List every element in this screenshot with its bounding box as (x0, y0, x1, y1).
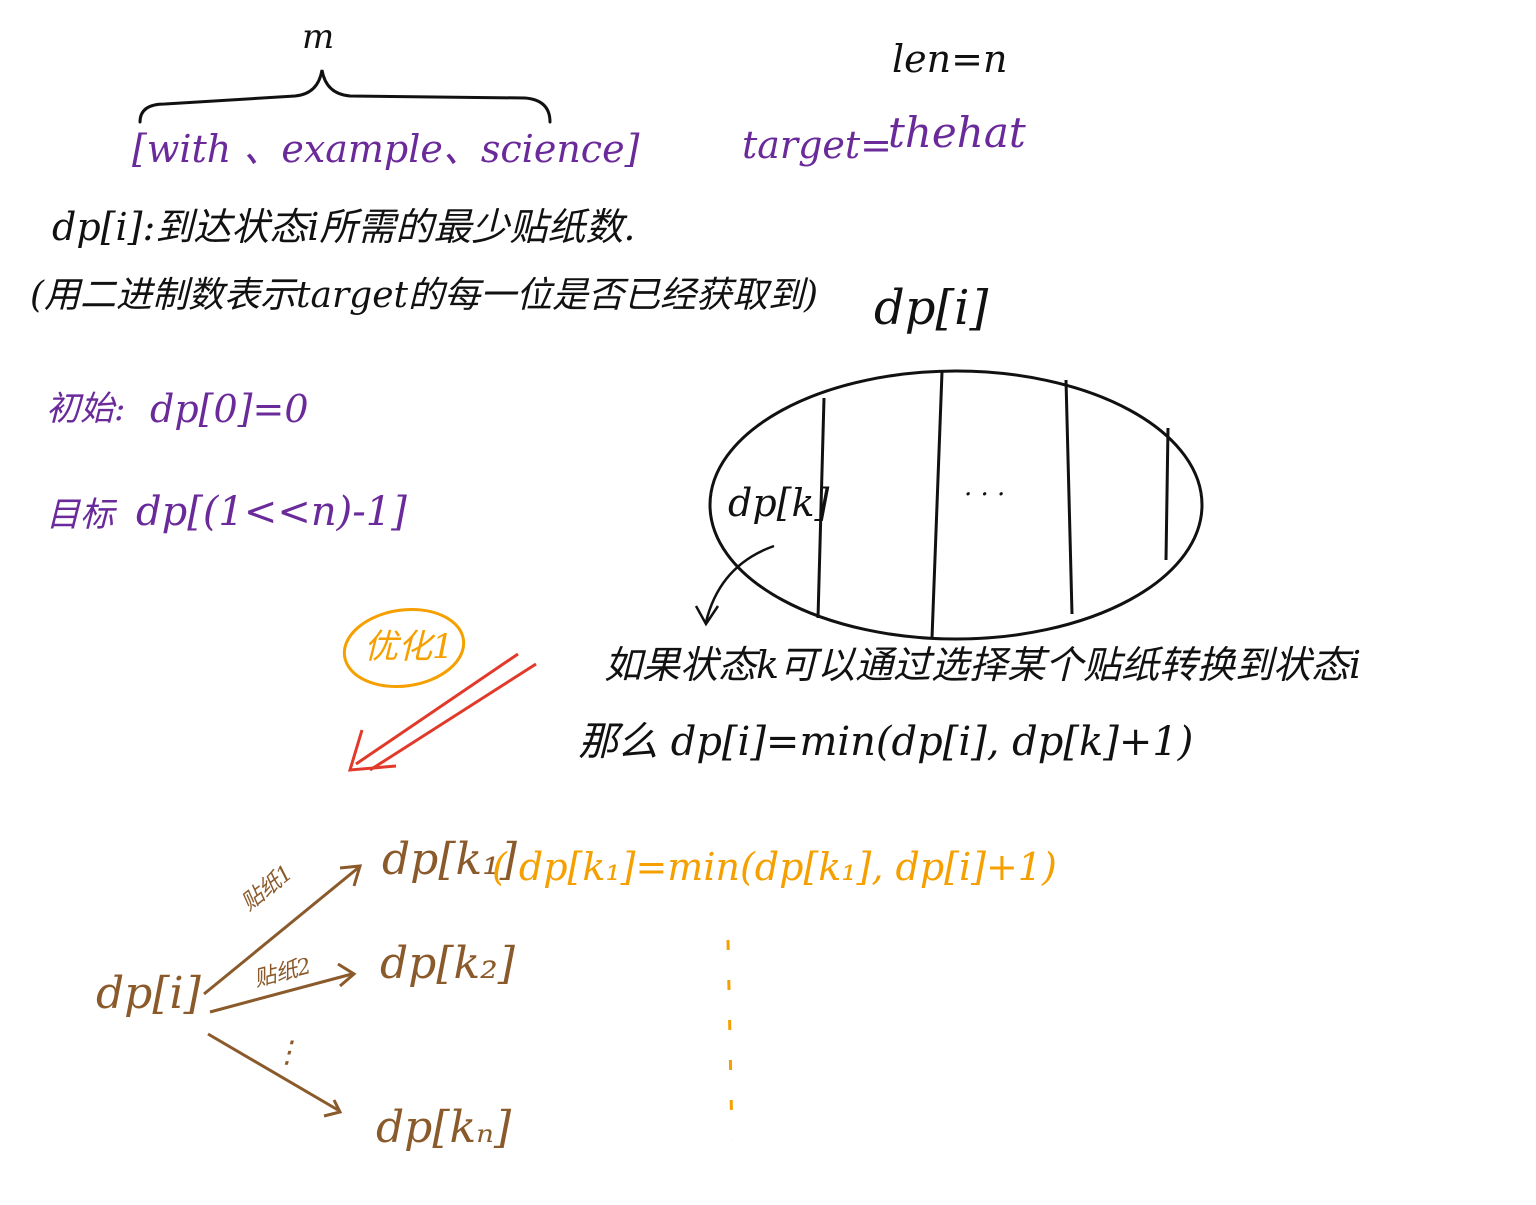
tree-edge-2 (209, 972, 353, 1014)
optimize-badge: 优化1 (364, 627, 454, 667)
ellipse-dots: . . . (964, 472, 1006, 502)
orange-dashed-line (726, 939, 734, 1141)
dp-definition: dp[i]:到达状态i所需的最少贴纸数. (52, 205, 636, 249)
target-label: target= (742, 123, 893, 167)
tree-edge-dots: ⋮ (272, 1035, 302, 1070)
ellipse-divider-3 (1064, 379, 1074, 615)
red-arrow-line-1 (355, 652, 519, 766)
brace-stroke (138, 69, 552, 124)
brace-label: m (302, 17, 335, 57)
goal-value: dp[(1<<n)-1] (136, 489, 407, 535)
transition-line-2: 那么 dp[i]=min(dp[i], dp[k]+1) (578, 719, 1194, 765)
tree-edge-1 (203, 866, 359, 996)
state-ellipse (708, 369, 1204, 641)
init-label: 初始: (46, 389, 126, 429)
tree-child-2: dp[k₂] (380, 938, 515, 989)
tree-root: dp[i] (96, 968, 201, 1019)
target-value: thehat (888, 108, 1026, 157)
tree-child-n: dp[kₙ] (376, 1102, 512, 1153)
ellipse-divider-1 (816, 397, 826, 619)
ellipse-divider-4 (1164, 427, 1170, 561)
tree-child-1: dp[k₁] (382, 834, 517, 885)
ellipse-divider-2 (930, 371, 944, 639)
optimize-badge-circle (342, 607, 466, 689)
pointer-arrow (704, 544, 775, 623)
ellipse-top-label: dp[i] (874, 280, 989, 336)
tree-edge-n (207, 1032, 339, 1112)
word-list: [with 、example、science] (132, 127, 640, 171)
dp-definition-note: (用二进制数表示target的每一位是否已经获取到) (30, 275, 819, 316)
len-label: len=n (892, 37, 1008, 81)
red-arrow-line-2 (369, 662, 537, 772)
transition-line-1: 如果状态k可以通过选择某个贴纸转换到状态i (604, 643, 1362, 687)
init-value: dp[0]=0 (150, 387, 309, 431)
ellipse-inner-label: dp[k] (728, 481, 830, 525)
tree-child-1-formula: ( dp[k₁]=min(dp[k₁], dp[i]+1) (492, 845, 1057, 889)
goal-label: 目标 (46, 495, 114, 535)
red-arrow-head (347, 729, 397, 772)
